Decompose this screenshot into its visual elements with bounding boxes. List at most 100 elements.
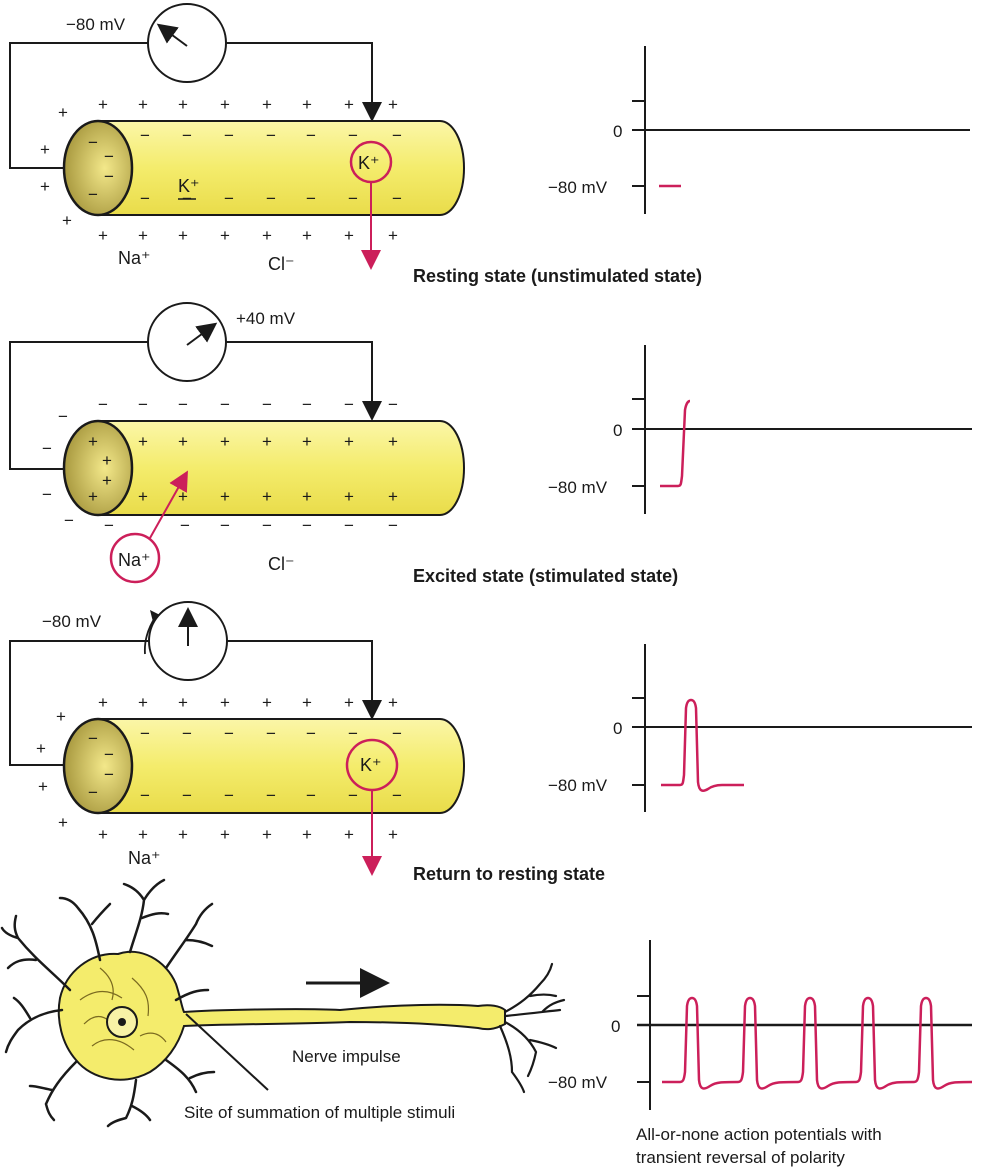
outside-ion-na: Na⁺ [128,848,161,868]
svg-text:+: + [262,432,272,451]
svg-text:+: + [262,825,272,844]
meter-reading: −80 mV [42,612,102,631]
svg-text:+: + [40,140,50,159]
axis-neg-label: −80 mV [548,1073,608,1092]
svg-text:−: − [88,729,98,748]
svg-text:−: − [224,786,234,805]
svg-text:−: − [348,126,358,145]
svg-text:+: + [58,813,68,832]
axis-zero-label: 0 [613,122,622,141]
potential-trace [660,399,691,488]
svg-text:−: − [138,395,148,414]
svg-text:−: − [344,395,354,414]
svg-text:+: + [102,451,112,470]
svg-text:−: − [224,189,234,208]
svg-text:+: + [302,226,312,245]
outside-ion-na: Na⁺ [118,248,151,268]
potential-graph: 0 −80 mV [548,644,972,812]
svg-text:+: + [262,95,272,114]
neuron-icon [0,878,566,1128]
panel-resting: −80 mV ++++++++ ++++ ++++++++ −−−−−−− −−… [9,3,970,286]
svg-text:+: + [98,693,108,712]
train-caption-line1: All-or-none action potentials with [636,1125,882,1144]
svg-text:+: + [178,95,188,114]
potential-graph: 0 −80 mV [548,345,972,514]
outside-ion-cl: Cl⁻ [268,254,295,274]
svg-text:−: − [180,516,190,535]
svg-text:+: + [36,739,46,758]
axis-zero-label: 0 [613,719,622,738]
panel-caption: Return to resting state [413,864,605,884]
voltmeter-icon [147,3,227,83]
svg-text:+: + [388,825,398,844]
svg-text:+: + [262,693,272,712]
outside-charges: −−−−−−−− −−−− −−−−−−− [42,395,398,535]
svg-text:−: − [262,395,272,414]
svg-text:−: − [392,724,402,743]
svg-text:−: − [266,724,276,743]
svg-text:+: + [38,777,48,796]
circuit-wire-right [226,42,382,122]
svg-text:−: − [182,786,192,805]
svg-text:+: + [178,693,188,712]
svg-text:+: + [220,825,230,844]
svg-text:+: + [58,103,68,122]
svg-text:+: + [220,432,230,451]
axon-excited [62,419,465,517]
axis-zero-label: 0 [611,1017,620,1036]
inside-charges: +++++++ +++++++ ++++ [88,432,398,506]
circled-ion: K⁺ [360,755,382,775]
svg-text:−: − [104,745,114,764]
svg-text:−: − [348,724,358,743]
axon-resting [62,119,465,217]
circuit-wire-right [226,640,382,720]
svg-text:−: − [58,407,68,426]
svg-text:+: + [220,226,230,245]
svg-text:−: − [306,786,316,805]
svg-text:+: + [138,432,148,451]
axis-neg-label: −80 mV [548,478,608,497]
train-caption-line2: transient reversal of polarity [636,1148,845,1167]
svg-text:−: − [140,126,150,145]
svg-text:−: − [266,786,276,805]
voltmeter-icon [143,601,228,681]
svg-text:−: − [348,189,358,208]
ion-flow-arrow [149,470,188,539]
svg-text:+: + [302,487,312,506]
svg-text:+: + [178,432,188,451]
outside-charges: ++++++++ ++++ ++++++++ [36,693,398,844]
svg-text:+: + [88,487,98,506]
svg-text:+: + [62,211,72,230]
svg-text:−: − [348,786,358,805]
svg-text:−: − [220,395,230,414]
svg-text:−: − [388,395,398,414]
svg-text:+: + [178,226,188,245]
svg-text:+: + [88,432,98,451]
svg-text:+: + [138,825,148,844]
svg-text:−: − [220,516,230,535]
panel-return: −80 mV ++++++++ ++++ ++++++++ −−−−−−− −−… [9,601,972,884]
panel-excited: +40 mV −−−−−−−− −−−− −−−−−−− +++++++ +++… [9,302,972,586]
svg-text:−: − [98,395,108,414]
axis-neg-label: −80 mV [548,178,608,197]
outside-ion-cl: Cl⁻ [268,554,295,574]
svg-text:+: + [138,693,148,712]
svg-text:+: + [302,95,312,114]
svg-text:−: − [306,126,316,145]
svg-text:−: − [344,516,354,535]
svg-text:−: − [178,395,188,414]
svg-text:+: + [102,471,112,490]
svg-text:+: + [138,95,148,114]
svg-text:+: + [262,487,272,506]
svg-text:−: − [88,783,98,802]
ion-channel-circle [109,532,161,584]
svg-text:+: + [388,226,398,245]
potential-graph: 0 −80 mV [548,46,970,214]
svg-text:+: + [388,487,398,506]
axis-neg-label: −80 mV [548,776,608,795]
summation-pointer [185,1013,269,1091]
inside-ion-k: K⁺ [178,176,200,196]
svg-text:−: − [392,786,402,805]
svg-text:−: − [88,133,98,152]
svg-text:+: + [220,487,230,506]
